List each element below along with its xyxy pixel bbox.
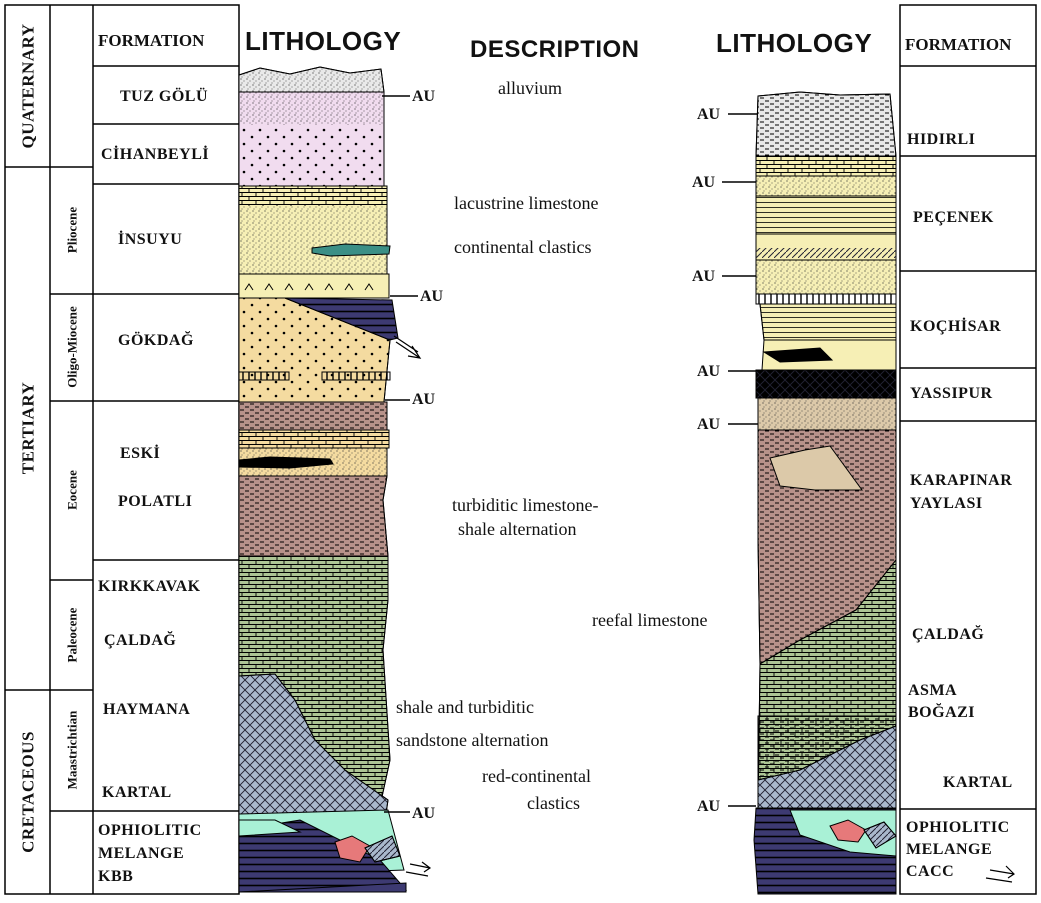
au-label: AU [412,392,435,408]
au-label: AU [420,289,443,305]
header-lithology-left: LITHOLOGY [245,28,401,54]
era-cretaceous: CRETACEOUS [20,731,37,853]
desc-red-continental-2: clastics [527,794,580,812]
formation-insuyu: İNSUYU [118,232,182,248]
formation-tuz-golu: TUZ GÖLÜ [120,89,208,105]
header-description: DESCRIPTION [470,38,640,62]
desc-reefal-limestone: reefal limestone [592,611,707,629]
formation-kochisar: KOÇHİSAR [910,319,1001,335]
formation-ophiolitic-right-1: OPHIOLITIC [906,820,1010,836]
formation-asma-2: BOĞAZI [908,705,975,721]
formation-kirkkavak: KIRKKAVAK [98,579,201,595]
au-label: AU [697,107,720,123]
header-lithology-right: LITHOLOGY [716,30,872,56]
formation-pecenek: PEÇENEK [913,210,994,226]
header-formation-left: FORMATION [98,32,204,49]
formation-eski: ESKİ [120,446,160,462]
desc-red-continental-1: red-continental [482,767,591,785]
au-label: AU [697,364,720,380]
era-quaternary: QUATERNARY [20,24,37,149]
formation-caldag-left: ÇALDAĞ [104,633,176,649]
formation-kartal-left: KARTAL [102,785,172,801]
formation-polatli: POLATLI [118,494,192,510]
formation-ophiolitic-right-3: CACC [906,864,954,880]
au-label: AU [412,89,435,105]
epoch-eocene: Eocene [66,470,79,510]
desc-turbiditic-2: shale alternation [458,520,576,538]
formation-haymana: HAYMANA [103,702,190,718]
desc-continental-clastics: continental clastics [454,238,591,256]
desc-alluvium: alluvium [498,79,562,97]
formation-cihanbeyli: CİHANBEYLİ [101,147,209,163]
formation-caldag-right: ÇALDAĞ [912,627,984,643]
desc-shale-2: sandstone alternation [396,731,548,749]
formation-kartal-right: KARTAL [943,775,1013,791]
epoch-paleocene: Paleocene [66,608,79,663]
formation-hidirli: HIDIRLI [907,132,975,148]
au-label: AU [697,799,720,815]
right-lithology-column [754,92,896,894]
au-label: AU [692,175,715,191]
formation-ophiolitic-right-2: MELANGE [906,842,992,858]
desc-lacustrine-limestone: lacustrine limestone [454,194,598,212]
formation-karapinar-1: KARAPINAR [910,473,1012,489]
au-label: AU [697,417,720,433]
left-lithology-column [239,67,406,892]
formation-ophiolitic-left-2: MELANGE [98,846,184,862]
era-tertiary: TERTIARY [20,382,37,475]
header-formation-right: FORMATION [905,36,1011,53]
au-label: AU [412,806,435,822]
epoch-maastrichtian: Maastrichtian [66,711,79,790]
desc-turbiditic-1: turbiditic limestone- [452,496,598,514]
formation-ophiolitic-left-1: OPHIOLITIC [98,823,202,839]
formation-ophiolitic-left-3: KBB [98,869,133,885]
epoch-oligo-miocene: Oligo-Miocene [66,306,79,388]
epoch-pliocene: Pliocene [66,207,79,253]
formation-gokdag: GÖKDAĞ [118,333,194,349]
formation-asma-1: ASMA [908,683,957,699]
formation-yassipur: YASSIPUR [910,386,993,402]
au-label: AU [692,269,715,285]
formation-karapinar-2: YAYLASI [910,496,983,512]
desc-shale-1: shale and turbiditic [396,698,534,716]
